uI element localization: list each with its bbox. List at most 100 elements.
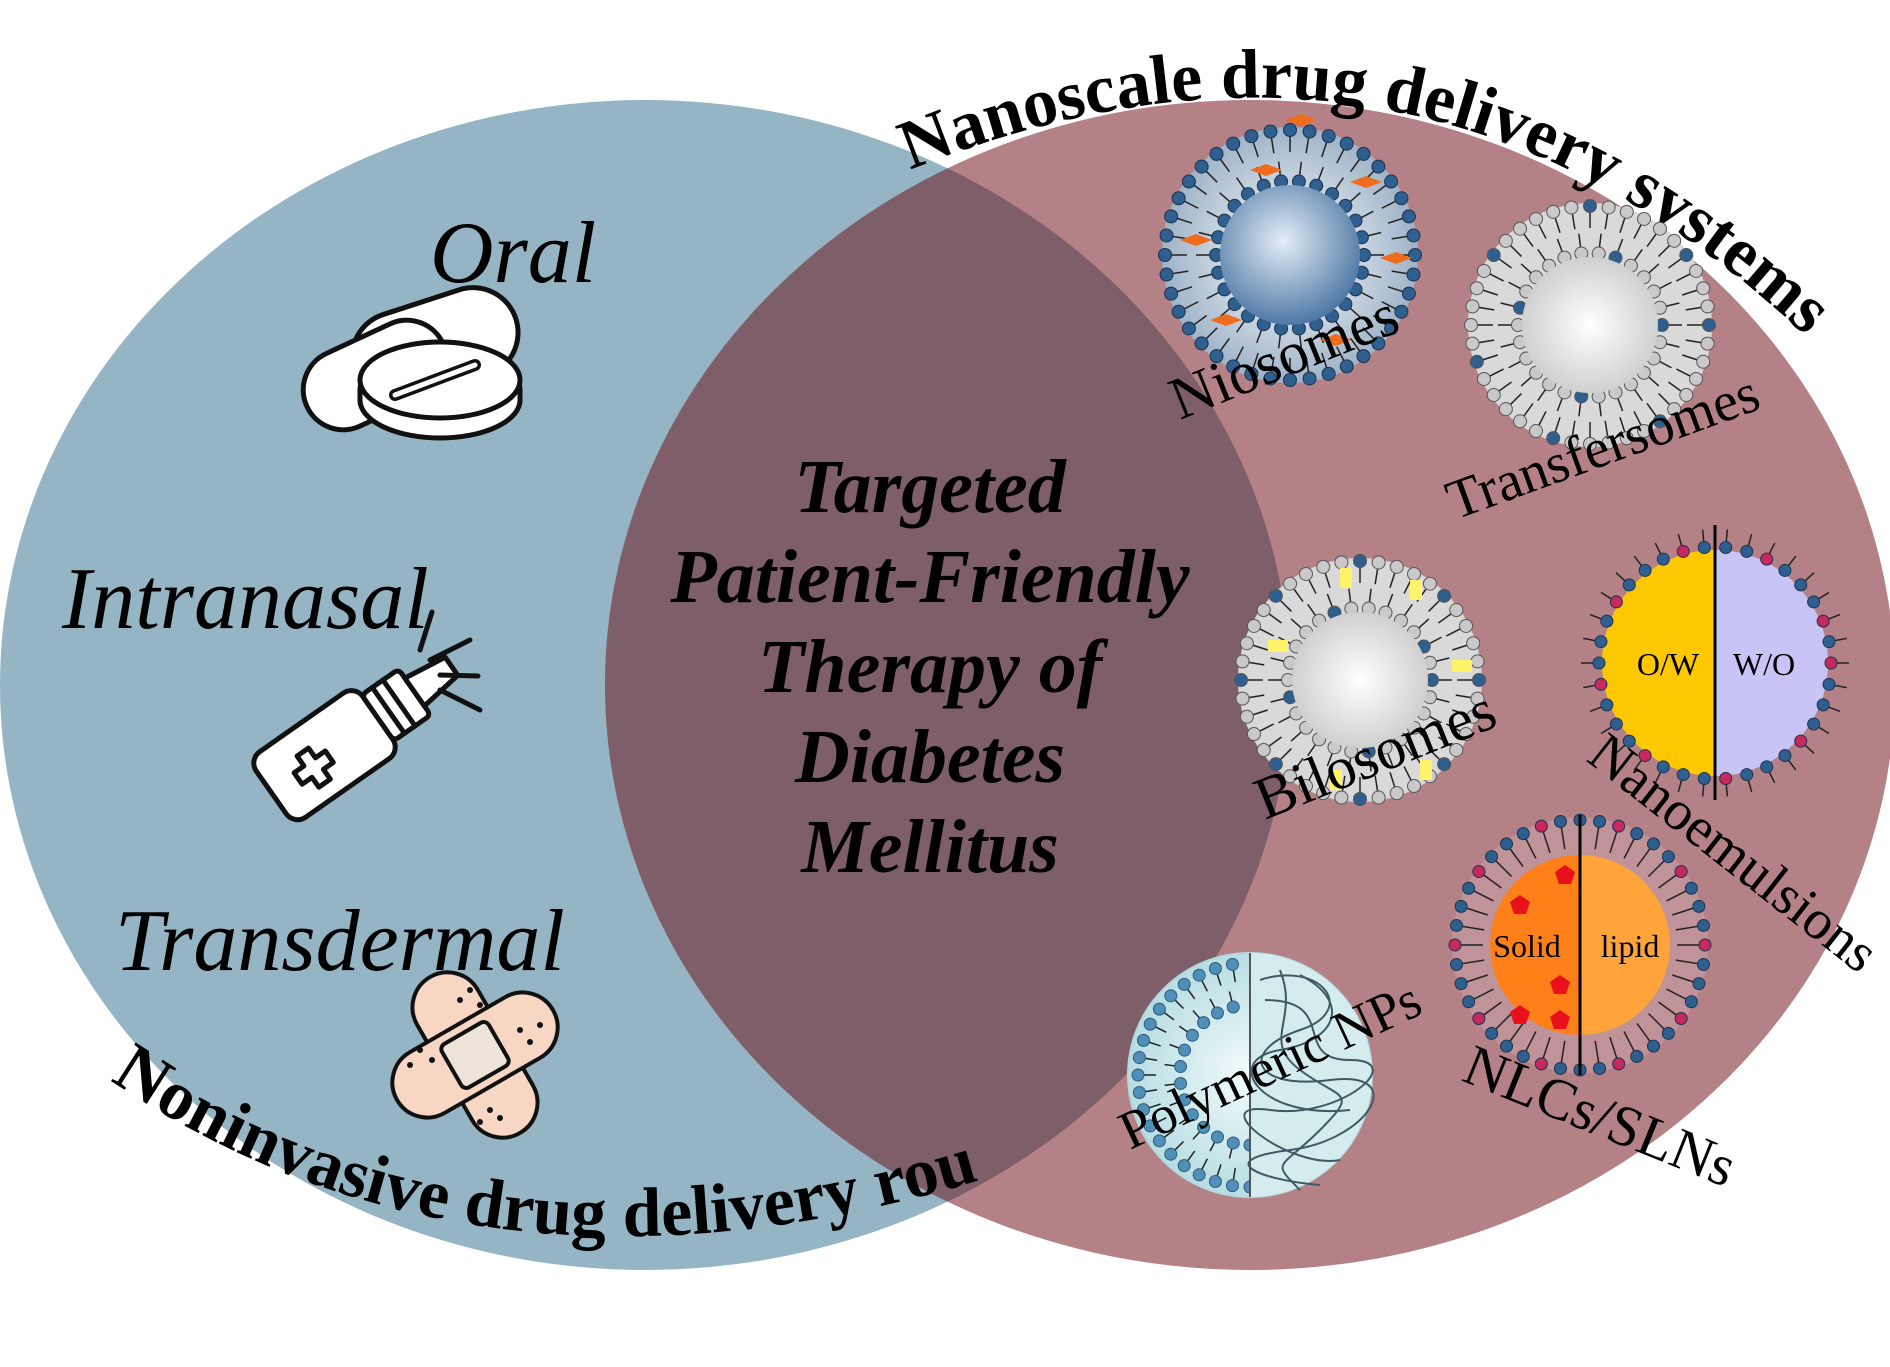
lipid-head [1356, 349, 1371, 364]
lipid-head [1353, 792, 1367, 806]
lipid-head [1698, 938, 1712, 952]
lipid-head [1593, 1061, 1607, 1075]
lipid-head [1689, 263, 1704, 278]
lipid-head [1239, 636, 1254, 651]
lipid-head [1466, 709, 1481, 724]
lipid-head [1244, 366, 1259, 381]
svg-text:Patient-Friendly: Patient-Friendly [669, 535, 1190, 619]
lipid-head [1353, 554, 1367, 568]
lipid-head [1177, 977, 1191, 991]
niosome-inner-heads [1196, 161, 1384, 349]
route-label-transdermal: Transdermal [115, 893, 565, 990]
lipid-head [1298, 779, 1313, 794]
lipid-head [1674, 865, 1688, 879]
lipid-head [1209, 349, 1224, 364]
lipid-head [1472, 673, 1486, 687]
lipid-head [1486, 248, 1501, 263]
lipid-head [1209, 146, 1224, 161]
lipid-head [1235, 691, 1250, 706]
lipid-head [1158, 248, 1172, 262]
lipid-head [1171, 191, 1186, 206]
lipid-head [1422, 576, 1437, 591]
lipid-head [1583, 199, 1597, 213]
lipid-head [1469, 354, 1484, 369]
lipid-head [1178, 1043, 1192, 1057]
lipid-head [1339, 359, 1354, 374]
lipid-head [1516, 827, 1530, 841]
lipid-head [1564, 435, 1579, 450]
lipid-head [1401, 286, 1416, 301]
lipid-head [1283, 373, 1297, 387]
lipid-head [1316, 559, 1331, 574]
lipid-head [1778, 749, 1792, 763]
lipid-head [1225, 957, 1239, 971]
lipid-head [1256, 742, 1271, 757]
lipid-head [1178, 1093, 1192, 1107]
lipid-head [1822, 635, 1836, 649]
lipid-head [1197, 1120, 1211, 1134]
lipid-head [1609, 595, 1623, 609]
lipid-head [1437, 757, 1452, 772]
polymeric-np-inner-heads [1164, 991, 1257, 1161]
lipid-head [1592, 656, 1606, 670]
lipid-head [1638, 563, 1652, 577]
lipid-head [1437, 588, 1452, 603]
lipid-head [1246, 618, 1261, 633]
lipid-head [1466, 636, 1481, 651]
nasal-spray-icon [251, 609, 483, 823]
svg-text:Diabetes: Diabetes [794, 715, 1065, 799]
lipid-head [1208, 1175, 1222, 1189]
lipid-head [1174, 1060, 1188, 1074]
lipid-head [1210, 1130, 1224, 1144]
pills-icon [300, 285, 523, 441]
lipid-head [1406, 228, 1421, 243]
lipid-head [1692, 899, 1706, 913]
lipid-head [1226, 136, 1241, 151]
lipid-head [1185, 1028, 1199, 1042]
nanoemulsion-surfactant-heads [1581, 529, 1849, 797]
lipid-head [1164, 209, 1179, 224]
lipid-head [1760, 760, 1774, 774]
lipid-head [1244, 129, 1259, 144]
lipid-head [1528, 211, 1543, 226]
lipid-head [1302, 124, 1317, 139]
lipid-head [1454, 977, 1468, 991]
lipid-head [1143, 1119, 1157, 1133]
lipid-head [1132, 1050, 1146, 1064]
lipid-head [1465, 299, 1480, 314]
lipid-head [1316, 786, 1331, 801]
lipid-head [1394, 304, 1409, 319]
niosome-structure [1158, 114, 1422, 387]
lipid-head [1500, 837, 1514, 851]
niosome-drug-markers [1180, 114, 1412, 346]
lipid-head [1371, 336, 1386, 351]
lipid-head [1674, 1011, 1688, 1025]
lipid-head [1609, 717, 1623, 731]
lipid-head [1498, 233, 1513, 248]
bilosome-outer-heads [1234, 554, 1486, 806]
lipid-head [1696, 354, 1711, 369]
lipid-head [1656, 552, 1670, 566]
lipid-head [1676, 544, 1690, 558]
lipid-head [1498, 402, 1513, 417]
lipid-head [1339, 136, 1354, 151]
lipid-head [1676, 768, 1690, 782]
lipid-head [1472, 865, 1486, 879]
lipid-head [1454, 899, 1468, 913]
lipid-head [1226, 359, 1241, 374]
lipid-head [1740, 768, 1754, 782]
niosome-outer-heads [1158, 123, 1422, 387]
lipid-head [1192, 1168, 1206, 1182]
lipid-head [1226, 1000, 1240, 1014]
lipid-head [1612, 1057, 1626, 1071]
lipid-head [1689, 372, 1704, 387]
lipid-head [1553, 815, 1567, 829]
lipid-head [1356, 146, 1371, 161]
lipid-head [1210, 1006, 1224, 1020]
lipid-head [1619, 204, 1634, 219]
lipid-head [1485, 850, 1499, 864]
lipid-head [1513, 414, 1528, 429]
lipid-head [1164, 286, 1179, 301]
lipid-head [1667, 233, 1682, 248]
